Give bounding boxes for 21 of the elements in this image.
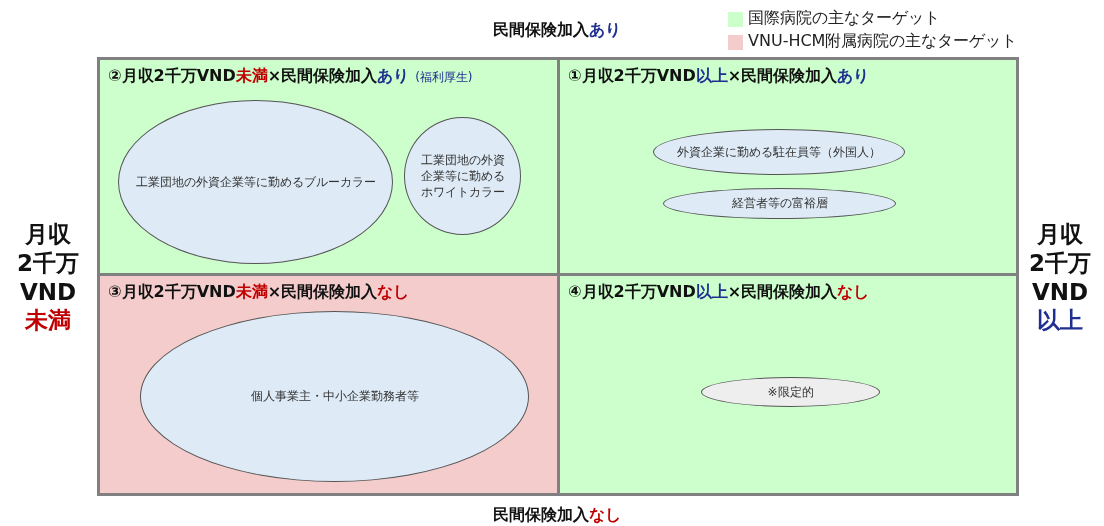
quadrant-panel: [97, 273, 560, 496]
group-ellipse: 工業団地の外資企業等に勤めるホワイトカラー: [404, 117, 521, 235]
axis-label: 月収2千万VND未満: [16, 220, 80, 335]
group-ellipse: 個人事業主・中小企業勤務者等: [140, 311, 529, 482]
quadrant-panel: [97, 57, 560, 276]
note-text: (福利厚生): [415, 70, 473, 84]
group-ellipse: 外資企業に勤める駐在員等（外国人）: [653, 129, 905, 175]
legend-label: 国際病院の主なターゲット: [748, 8, 940, 29]
quadrant-title: ③月収2千万VND未満×民間保険加入なし: [108, 282, 410, 301]
quadrant-title: ②月収2千万VND未満×民間保険加入あり: [108, 66, 410, 85]
group-ellipse: ※限定的: [701, 377, 880, 407]
axis-label: 民間保険加入あり: [493, 20, 621, 41]
legend-label: VNU-HCM附属病院の主なターゲット: [748, 31, 1018, 52]
quadrant-title: ④月収2千万VND以上×民間保険加入なし: [568, 282, 870, 301]
axis-label: 月収2千万VND以上: [1028, 220, 1092, 335]
group-ellipse: 経営者等の富裕層: [663, 188, 896, 219]
group-ellipse: 工業団地の外資企業等に勤めるブルーカラー: [118, 100, 393, 264]
quadrant-panel: [557, 273, 1019, 496]
axis-label: 民間保険加入なし: [493, 505, 621, 526]
quadrant-title: ①月収2千万VND以上×民間保険加入あり: [568, 66, 870, 85]
quadrant-panel: [557, 57, 1019, 276]
